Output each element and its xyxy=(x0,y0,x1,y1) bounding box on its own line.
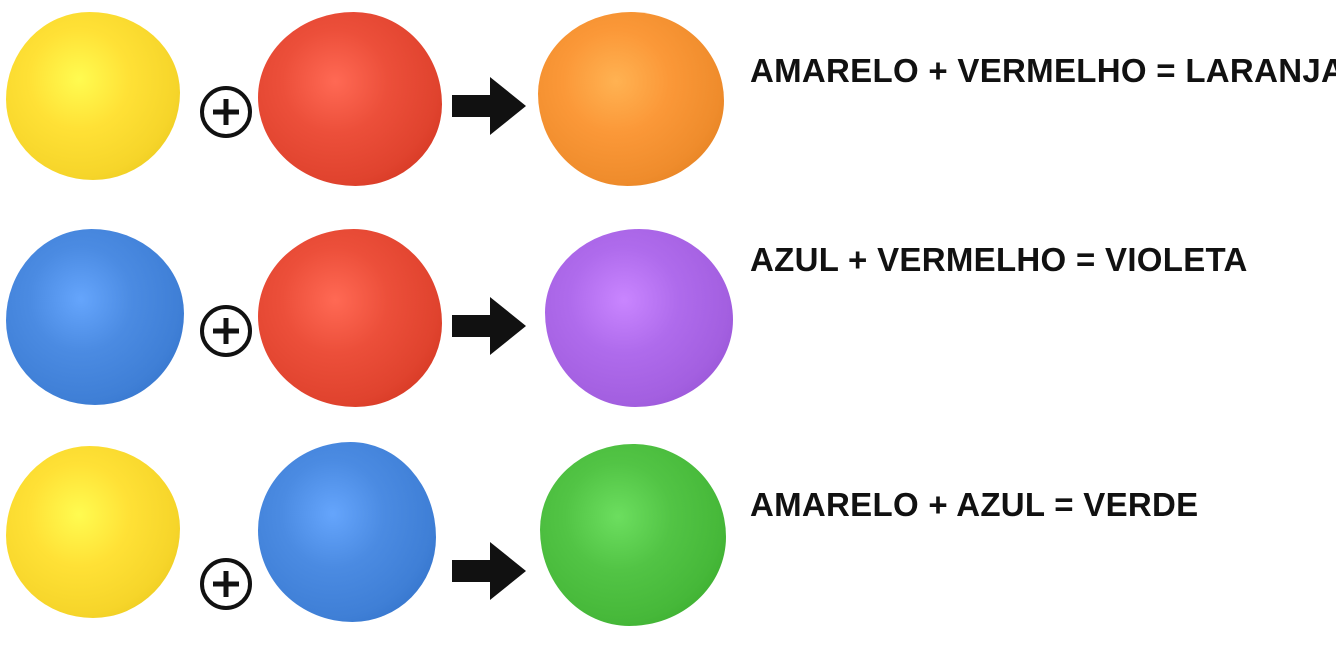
equation-label: AZUL + VERMELHO = VIOLETA xyxy=(750,241,1248,278)
orange-paint-blob xyxy=(538,12,724,186)
red-paint-blob xyxy=(258,12,442,186)
mix-row-amarelo-vermelho: AMARELO + VERMELHO = LARANJA xyxy=(0,0,1336,215)
mix-row-azul-vermelho: AZUL + VERMELHO = VIOLETA xyxy=(0,215,1336,430)
green-paint-blob xyxy=(540,444,726,626)
red-paint-blob xyxy=(258,229,442,407)
plus-circle-icon xyxy=(200,305,252,357)
equation-label: AMARELO + VERMELHO = LARANJA xyxy=(750,52,1336,89)
blue-paint-blob xyxy=(6,229,184,405)
right-arrow-icon xyxy=(452,75,526,142)
right-arrow-icon xyxy=(452,295,526,362)
equation-label: AMARELO + AZUL = VERDE xyxy=(750,486,1199,523)
yellow-paint-blob xyxy=(6,446,180,618)
plus-circle-icon xyxy=(200,558,252,610)
plus-circle-icon xyxy=(200,86,252,138)
mix-row-amarelo-azul: AMARELO + AZUL = VERDE xyxy=(0,430,1336,645)
violet-paint-blob xyxy=(545,229,733,407)
yellow-paint-blob xyxy=(6,12,180,180)
right-arrow-icon xyxy=(452,540,526,607)
blue-paint-blob xyxy=(258,442,436,622)
